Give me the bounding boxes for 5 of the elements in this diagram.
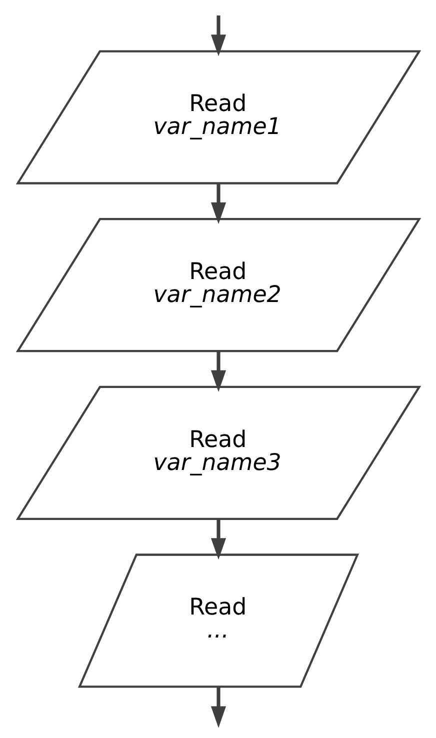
arrow bbox=[210, 15, 226, 56]
arrow bbox=[210, 183, 226, 224]
arrow bbox=[210, 351, 226, 392]
arrow bbox=[210, 686, 226, 728]
arrow bbox=[210, 519, 226, 560]
